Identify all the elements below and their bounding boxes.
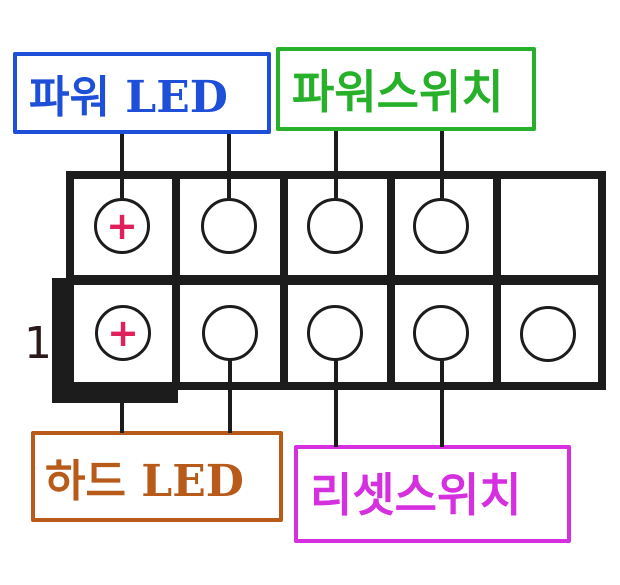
wire-power-switch-1 — [334, 131, 338, 198]
pin-bottom-2 — [202, 305, 258, 361]
grid-left-edge — [66, 171, 74, 390]
power-led-label-text: 파워 LED — [29, 72, 228, 123]
pin-top-4 — [413, 198, 469, 254]
grid-divider-3 — [387, 171, 395, 390]
wire-power-led-negative — [227, 134, 231, 198]
pin-top-2 — [201, 198, 257, 254]
grid-divider-1 — [172, 171, 180, 390]
plus-icon: + — [106, 204, 138, 248]
pin-bottom-4 — [413, 305, 469, 361]
power-switch-label-text: 파워스위치 — [292, 65, 504, 119]
reset-switch-label: 리셋스위치 — [294, 445, 571, 543]
wire-hdd-led-negative — [228, 360, 232, 433]
grid-bottom-edge — [66, 382, 606, 390]
pin-top-3 — [307, 198, 363, 254]
pin-bottom-5 — [520, 306, 576, 362]
pin-bottom-3 — [307, 305, 363, 361]
grid-divider-2 — [280, 171, 288, 390]
wire-reset-switch-2 — [440, 360, 444, 447]
wire-reset-switch-1 — [334, 360, 338, 447]
grid-top-edge — [66, 171, 606, 179]
grid-right-edge — [598, 171, 606, 390]
plus-icon: + — [107, 311, 139, 355]
reset-switch-label-text: 리셋스위치 — [310, 468, 522, 522]
power-led-label: 파워 LED — [13, 52, 271, 134]
grid-middle-edge — [66, 275, 606, 285]
wire-power-led-positive — [120, 134, 124, 198]
hdd-led-label-text: 하드 LED — [45, 455, 244, 507]
wire-power-switch-2 — [440, 131, 444, 198]
power-switch-label: 파워스위치 — [276, 47, 536, 131]
pin-top-1-positive: + — [94, 198, 150, 254]
grid-divider-4 — [493, 171, 501, 390]
pin1-number-label: 1 — [24, 318, 52, 369]
pin-bottom-1-positive: + — [95, 305, 151, 361]
hdd-led-label: 하드 LED — [31, 431, 283, 522]
